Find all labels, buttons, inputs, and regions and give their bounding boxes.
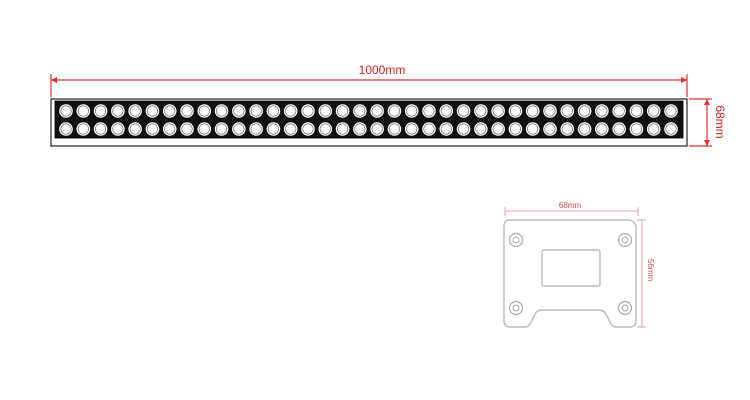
led-lens: [455, 121, 472, 137]
bar-height-dimension: 68mm: [689, 98, 727, 147]
led-lens: [438, 121, 455, 137]
led-lens: [645, 103, 662, 119]
bracket-bolt-hole: [508, 232, 524, 248]
led-lens: [386, 121, 403, 137]
bar-height-arrow-bottom: [704, 140, 710, 146]
led-lens: [127, 103, 143, 119]
led-lens: [576, 103, 593, 119]
led-lens: [352, 103, 368, 119]
led-lens: [144, 121, 161, 137]
led-lens: [594, 103, 610, 119]
led-lens: [231, 103, 247, 119]
led-lens: [663, 121, 679, 137]
led-lens: [490, 121, 506, 137]
led-lens: [473, 103, 489, 119]
led-lens: [92, 103, 109, 119]
led-lens: [386, 103, 403, 119]
led-grid: [58, 103, 679, 137]
led-lens: [473, 121, 489, 137]
led-lens: [92, 121, 109, 137]
bracket-center-slot: [541, 249, 601, 287]
led-lens: [179, 121, 195, 137]
led-lens: [196, 121, 213, 137]
mounting-bracket: 68mm 56mm: [503, 201, 655, 328]
led-lens: [663, 103, 679, 119]
bar-width-dimension: 1000mm: [50, 63, 688, 97]
led-lens: [576, 121, 593, 137]
led-lens: [611, 121, 627, 137]
led-lens: [196, 103, 213, 119]
bracket-width-label: 68mm: [559, 201, 582, 210]
led-lens: [58, 121, 74, 137]
light-bar: [50, 98, 688, 147]
led-lens: [300, 121, 316, 137]
led-lens: [369, 103, 385, 119]
led-lens: [75, 103, 92, 119]
led-lens: [421, 103, 437, 119]
bracket-height-label: 56mm: [646, 259, 655, 282]
led-lens: [317, 103, 334, 119]
led-lens: [594, 121, 610, 137]
led-lens: [490, 103, 506, 119]
bracket-bolt-hole: [617, 232, 633, 248]
led-lens: [110, 121, 126, 137]
led-lens: [611, 103, 627, 119]
led-lens: [317, 121, 334, 137]
led-lens: [213, 103, 230, 119]
led-lens: [300, 103, 316, 119]
led-lens: [179, 103, 195, 119]
bar-width-label: 1000mm: [359, 63, 406, 77]
led-lens: [559, 103, 576, 119]
led-lens: [559, 121, 576, 137]
bar-height-arrow-top: [704, 99, 710, 105]
bar-width-arrow-left: [51, 77, 57, 83]
bar-width-arrow-right: [681, 77, 687, 83]
led-lens: [542, 103, 558, 119]
led-lens: [438, 103, 455, 119]
led-lens: [403, 121, 420, 137]
led-lens: [213, 121, 230, 137]
led-lens: [127, 121, 143, 137]
led-lens: [58, 103, 74, 119]
led-lens: [524, 103, 541, 119]
led-lens: [248, 103, 264, 119]
bracket-bolt-hole: [508, 300, 524, 316]
led-lens: [403, 103, 420, 119]
led-lens: [542, 121, 558, 137]
led-lens: [507, 121, 524, 137]
bracket-bolt-hole: [617, 300, 633, 316]
led-lens: [248, 121, 264, 137]
led-lens: [421, 121, 437, 137]
led-lens: [645, 121, 662, 137]
led-lens: [352, 121, 368, 137]
led-lens: [161, 103, 178, 119]
led-lens: [628, 121, 645, 137]
led-lens: [161, 121, 178, 137]
led-lens: [334, 103, 351, 119]
led-lens: [75, 121, 92, 137]
led-lens: [265, 103, 282, 119]
led-lens: [524, 121, 541, 137]
led-lens: [144, 103, 161, 119]
led-lens: [282, 103, 299, 119]
led-lens: [507, 103, 524, 119]
bar-height-label: 68mm: [713, 105, 727, 138]
led-lens: [265, 121, 282, 137]
led-lens: [231, 121, 247, 137]
led-lens: [334, 121, 351, 137]
led-lens: [110, 103, 126, 119]
led-lens: [455, 103, 472, 119]
led-lens: [369, 121, 385, 137]
led-lens: [282, 121, 299, 137]
led-lens: [628, 103, 645, 119]
